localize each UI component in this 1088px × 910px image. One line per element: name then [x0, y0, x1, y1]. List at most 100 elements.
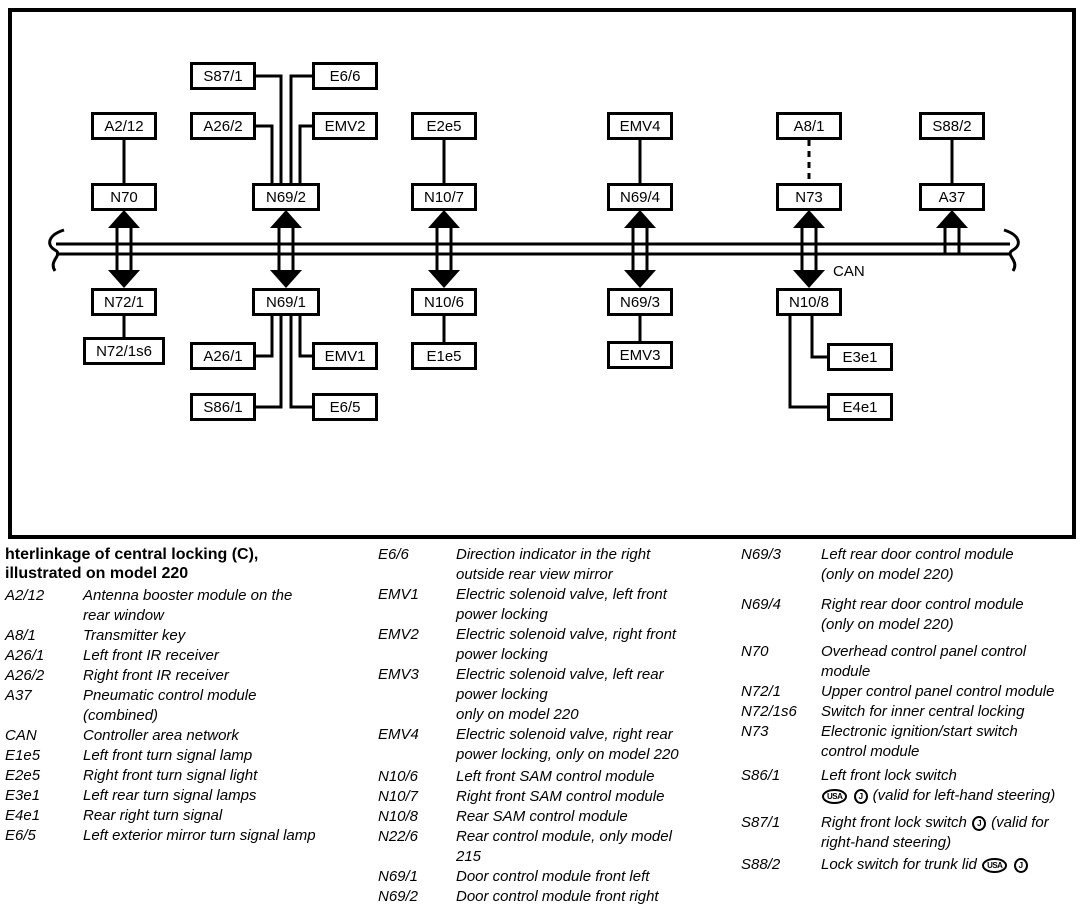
legend-code: N69/1 [378, 868, 419, 885]
can-bus [48, 228, 1020, 272]
node-n69-4: N69/4 [607, 183, 673, 211]
legend-desc: Left front IR receiver [83, 647, 219, 664]
legend-entry: N69/1 Door control module front left [378, 867, 734, 887]
node-emv4: EMV4 [607, 112, 673, 140]
node-emv1: EMV1 [312, 342, 378, 370]
node-a2-12: A2/12 [91, 112, 157, 140]
legend-title: hterlinkage of central locking (C), illu… [5, 545, 371, 583]
node-e6-6: E6/6 [312, 62, 378, 90]
node-s87-1: S87/1 [190, 62, 256, 90]
legend-entry: EMV2 Electric solenoid valve, right front… [378, 625, 734, 665]
legend-code: A37 [5, 687, 32, 704]
node-n69-1: N69/1 [252, 288, 320, 316]
node-emv2: EMV2 [312, 112, 378, 140]
diagram-frame [8, 8, 1076, 539]
legend-code: S86/1 [741, 767, 781, 784]
j-badge-icon: J [853, 789, 868, 804]
legend-code: N22/6 [378, 828, 419, 845]
legend-code: N72/1 [741, 683, 782, 700]
legend-code: A2/12 [5, 587, 45, 604]
legend-desc: Right rear door control module(only on m… [821, 596, 1024, 633]
wire-n10_8-e3e1 [810, 316, 827, 359]
node-n10-8: N10/8 [776, 288, 842, 316]
wire-emv1-n69_1 [298, 316, 312, 358]
legend-desc: Left front SAM control module [456, 768, 655, 785]
legend-entry: E6/5 Left exterior mirror turn signal lam… [5, 826, 371, 846]
legend-entry: E4e1 Rear right turn signal [5, 806, 371, 826]
bus-arrow-heads [108, 210, 968, 288]
legend-desc: Rear right turn signal [83, 807, 223, 824]
node-n10-7: N10/7 [411, 183, 477, 211]
node-a26-1: A26/1 [190, 342, 256, 370]
legend-desc: Left rear door control module(only on mo… [821, 546, 1014, 583]
usa-badge-icon: USA [822, 789, 848, 804]
node-s88-2: S88/2 [919, 112, 985, 140]
legend-desc: Upper control panel control module [821, 683, 1055, 700]
legend-code: N10/8 [378, 808, 419, 825]
legend-desc: Right front turn signal light [83, 767, 258, 784]
legend-column-3: N69/3 Left rear door control module(only … [741, 545, 1085, 875]
node-e3e1: E3e1 [827, 343, 893, 371]
bus-arrow-shafts [115, 227, 961, 273]
legend-code: E6/5 [5, 827, 36, 844]
j-badge-icon: J [972, 816, 987, 831]
legend-code: N73 [741, 723, 769, 740]
legend-desc: Right front SAM control module [456, 788, 665, 805]
legend-desc: Switch for inner central locking [821, 703, 1025, 720]
legend-code: EMV2 [378, 626, 419, 643]
node-n10-6: N10/6 [411, 288, 477, 316]
node-e6-5: E6/5 [312, 393, 378, 421]
legend-code: E4e1 [5, 807, 41, 824]
legend-desc: Door control module front left [456, 868, 650, 885]
wire-n10_8-e4e1 [788, 316, 827, 409]
legend-desc: Left rear turn signal lamps [83, 787, 257, 804]
legend-title-line1: hterlinkage of central locking (C), [5, 546, 259, 563]
diagram-wiring [48, 74, 1020, 409]
legend-code: N10/6 [378, 768, 419, 785]
legend-desc: Controller area network [83, 727, 239, 744]
wire-s87_1-n69_2 [256, 74, 283, 184]
wire-e6_5-n69_1 [289, 316, 312, 409]
legend-code: N70 [741, 643, 769, 660]
legend-code: E6/6 [378, 546, 409, 563]
usa-badge-icon: USA [982, 858, 1008, 873]
legend-desc: Left front turn signal lamp [83, 747, 253, 764]
wire-s86_1-n69_1 [256, 316, 283, 409]
legend-entry: N10/6 Left front SAM control module [378, 767, 734, 787]
legend-code: N69/3 [741, 546, 782, 563]
node-n72-1s6: N72/1s6 [83, 337, 165, 365]
legend-code: N69/2 [378, 888, 419, 905]
legend-desc: Right front IR receiver [83, 667, 229, 684]
legend-entry: E1e5 Left front turn signal lamp [5, 746, 371, 766]
legend-desc: Left exterior mirror turn signal lamp [83, 827, 316, 844]
legend-code: E1e5 [5, 747, 41, 764]
legend-code: A8/1 [5, 627, 36, 644]
node-a37: A37 [919, 183, 985, 211]
node-n69-2: N69/2 [252, 183, 320, 211]
bus-break-right-icon [1003, 228, 1020, 272]
